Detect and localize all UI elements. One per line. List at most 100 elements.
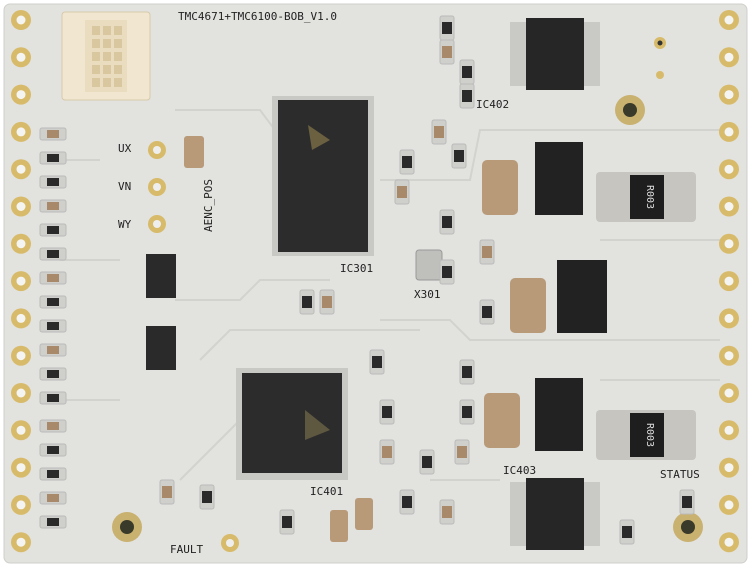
component-body xyxy=(322,296,332,308)
pad-hole xyxy=(16,425,26,435)
component-body xyxy=(47,470,59,478)
board-title: TMC4671+TMC6100-BOB_V1.0 xyxy=(178,10,337,23)
component-body xyxy=(47,394,59,402)
label-ic402: IC402 xyxy=(476,98,509,111)
component-body xyxy=(47,274,59,282)
component-body xyxy=(454,150,464,162)
pad-hole xyxy=(16,90,26,100)
shunt-marking-top: R003 xyxy=(644,185,655,209)
label-ic403: IC403 xyxy=(503,464,536,477)
passive-components xyxy=(39,15,695,545)
connector-pin xyxy=(114,52,122,61)
mounting-holes xyxy=(112,37,703,552)
component-body xyxy=(402,496,412,508)
connector-pin xyxy=(114,65,122,74)
pad-hole xyxy=(724,351,734,361)
component-body xyxy=(482,246,492,258)
header-connector xyxy=(61,11,151,101)
traces xyxy=(60,109,720,481)
component-body xyxy=(402,156,412,168)
pad-hole xyxy=(16,202,26,211)
pad-hole xyxy=(16,313,26,323)
connector-pin xyxy=(92,52,100,61)
component-body xyxy=(462,66,472,78)
component-body xyxy=(47,154,59,162)
pad-hole xyxy=(724,239,734,249)
pad-hole xyxy=(16,239,26,249)
ic301-tmc4671-chip xyxy=(272,96,374,256)
pad-hole xyxy=(16,537,26,547)
shunt-resistors xyxy=(596,172,696,460)
label-fault: FAULT xyxy=(170,543,203,556)
label-ic301: IC301 xyxy=(340,262,373,275)
connector-pin xyxy=(92,65,100,74)
shunt-marking-bottom: R003 xyxy=(644,423,655,447)
pad-hole xyxy=(724,276,734,286)
pad-hole xyxy=(16,15,26,25)
pad-hole xyxy=(724,500,734,510)
component-body xyxy=(422,456,432,468)
label-aenc-pos: AENC_POS xyxy=(202,179,215,232)
pad-hole xyxy=(724,463,734,473)
component-body xyxy=(442,46,452,58)
pad-hole xyxy=(724,15,734,25)
pad-hole xyxy=(16,463,26,473)
pad-hole xyxy=(16,500,26,510)
connector-pin xyxy=(114,78,122,87)
component-body xyxy=(382,406,392,418)
component-body xyxy=(47,494,59,502)
pad-hole xyxy=(724,52,734,62)
component-body xyxy=(442,506,452,518)
so8-chips xyxy=(146,18,600,550)
component-body xyxy=(202,491,212,503)
edge-pads-left xyxy=(11,10,31,553)
component-body xyxy=(462,366,472,378)
connector-pin xyxy=(92,26,100,35)
pad-hole xyxy=(724,388,734,398)
component-body xyxy=(442,266,452,278)
pad-hole xyxy=(724,537,734,547)
component-body xyxy=(47,518,59,526)
component-body xyxy=(622,526,632,538)
connector-pin xyxy=(114,26,122,35)
component-body xyxy=(442,22,452,34)
connector-pin xyxy=(103,39,111,48)
capacitors xyxy=(184,136,546,542)
component-body xyxy=(372,356,382,368)
component-body xyxy=(47,298,59,306)
component-body xyxy=(47,226,59,234)
component-body xyxy=(397,186,407,198)
pad-hole xyxy=(16,351,26,361)
component-body xyxy=(482,306,492,318)
component-body xyxy=(47,422,59,430)
connector-pin xyxy=(103,78,111,87)
component-body xyxy=(47,202,59,210)
pad-hole xyxy=(16,52,26,62)
pad-hole xyxy=(724,313,734,323)
label-wy: WY xyxy=(118,218,132,231)
component-body xyxy=(47,346,59,354)
label-x301: X301 xyxy=(414,288,441,301)
connector-pin xyxy=(92,78,100,87)
component-body xyxy=(47,322,59,330)
component-body xyxy=(47,446,59,454)
pad-hole xyxy=(724,90,734,100)
component-body xyxy=(462,406,472,418)
component-body xyxy=(282,516,292,528)
pad-hole xyxy=(16,164,26,174)
connector-pin xyxy=(92,39,100,48)
label-ux: UX xyxy=(118,142,132,155)
pad-hole xyxy=(724,127,734,137)
connector-pin xyxy=(103,26,111,35)
ic401-tmc6100-chip xyxy=(236,368,348,480)
component-body xyxy=(442,216,452,228)
component-body xyxy=(682,496,692,508)
component-body xyxy=(302,296,312,308)
mosfets xyxy=(535,142,607,451)
label-vn: VN xyxy=(118,180,131,193)
label-status: STATUS xyxy=(660,468,700,481)
pad-hole xyxy=(724,202,734,211)
edge-pads-right xyxy=(719,10,739,553)
